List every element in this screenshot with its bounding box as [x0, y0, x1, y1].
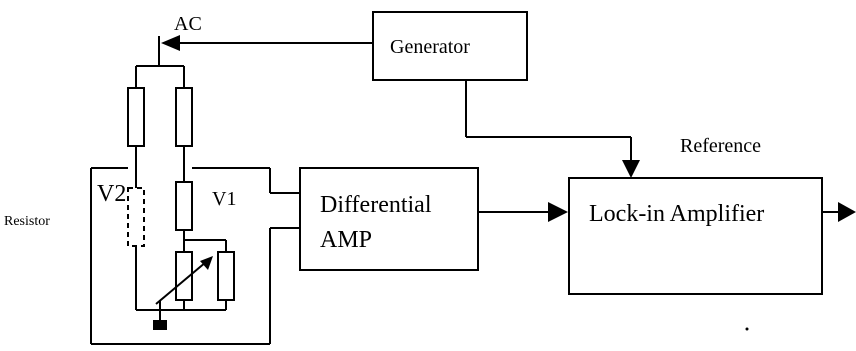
variable-adjust-arrow-shaft — [155, 261, 207, 305]
variable-adjust-arrow-icon — [200, 256, 213, 270]
v2-dashed-resistor — [127, 187, 145, 247]
upper-left-resistor — [127, 87, 145, 147]
ground-terminal-icon — [153, 320, 167, 330]
lockin-output-arrow — [838, 202, 856, 222]
differential-output-arrow — [548, 202, 568, 222]
stray-dot — [745, 327, 749, 331]
lockin-amplifier-box — [568, 177, 823, 295]
upper-right-resistor — [175, 87, 193, 147]
v1-label: V1 — [212, 188, 236, 210]
reference-arrow — [622, 160, 640, 178]
amp-label: AMP — [320, 227, 372, 253]
v1-resistor — [175, 181, 193, 231]
ac-label: AC — [174, 13, 202, 35]
reference-label: Reference — [680, 135, 761, 157]
differential-amp-box — [299, 167, 479, 271]
variable-right-resistor — [217, 251, 235, 301]
lockin-label: Lock-in Amplifier — [589, 201, 764, 227]
generator-label: Generator — [390, 36, 470, 58]
ac-input-arrow — [161, 35, 180, 51]
resistor-label: Resistor — [4, 214, 50, 229]
v2-label: V2 — [97, 181, 126, 207]
differential-label: Differential — [320, 192, 432, 218]
generator-box — [372, 11, 528, 81]
